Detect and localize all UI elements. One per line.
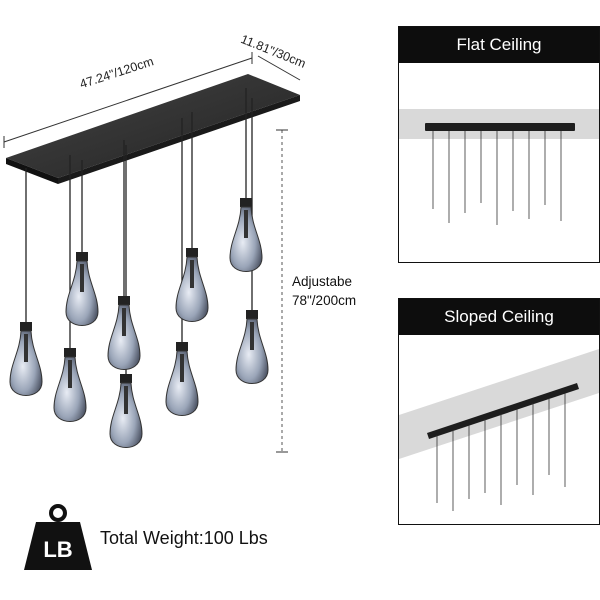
sloped-ceiling-band [399, 349, 599, 459]
flat-pendant-lines [432, 131, 562, 225]
weight-icon-text: LB [43, 537, 72, 562]
total-weight-label: Total Weight:100 Lbs [100, 528, 268, 548]
depth-dimension-line [257, 55, 301, 81]
canopy-plate [6, 74, 300, 184]
flat-ceiling-diagram [399, 109, 599, 225]
pendant-light [65, 252, 99, 326]
pendant-light [165, 342, 199, 416]
pendant-light [9, 322, 43, 396]
canopy-bar [425, 123, 575, 131]
adjustable-label-line1: Adjustabe [292, 274, 353, 289]
flat-ceiling-panel: Flat Ceiling [398, 26, 600, 263]
width-dimension-line [3, 57, 253, 143]
pendant-light [109, 374, 143, 448]
pendant-light [235, 310, 269, 384]
chandelier-illustration [3, 52, 301, 453]
pendant-light [107, 296, 141, 370]
sloped-pendant-lines [436, 393, 566, 511]
adjustable-height-label: Adjustabe 78"/200cm [292, 272, 356, 310]
sloped-canopy-bar [427, 383, 579, 439]
sloped-ceiling-title: Sloped Ceiling [399, 299, 599, 335]
pendant-light [175, 248, 209, 322]
adjustable-label-line2: 78"/200cm [292, 293, 357, 308]
pendant-light [229, 198, 263, 272]
sloped-ceiling-diagram [399, 349, 599, 511]
flat-ceiling-title: Flat Ceiling [399, 27, 599, 63]
pendant-lights [9, 198, 269, 448]
sloped-ceiling-panel: Sloped Ceiling [398, 298, 600, 525]
pendant-light [53, 348, 87, 422]
weight-icon: LB [24, 504, 92, 570]
